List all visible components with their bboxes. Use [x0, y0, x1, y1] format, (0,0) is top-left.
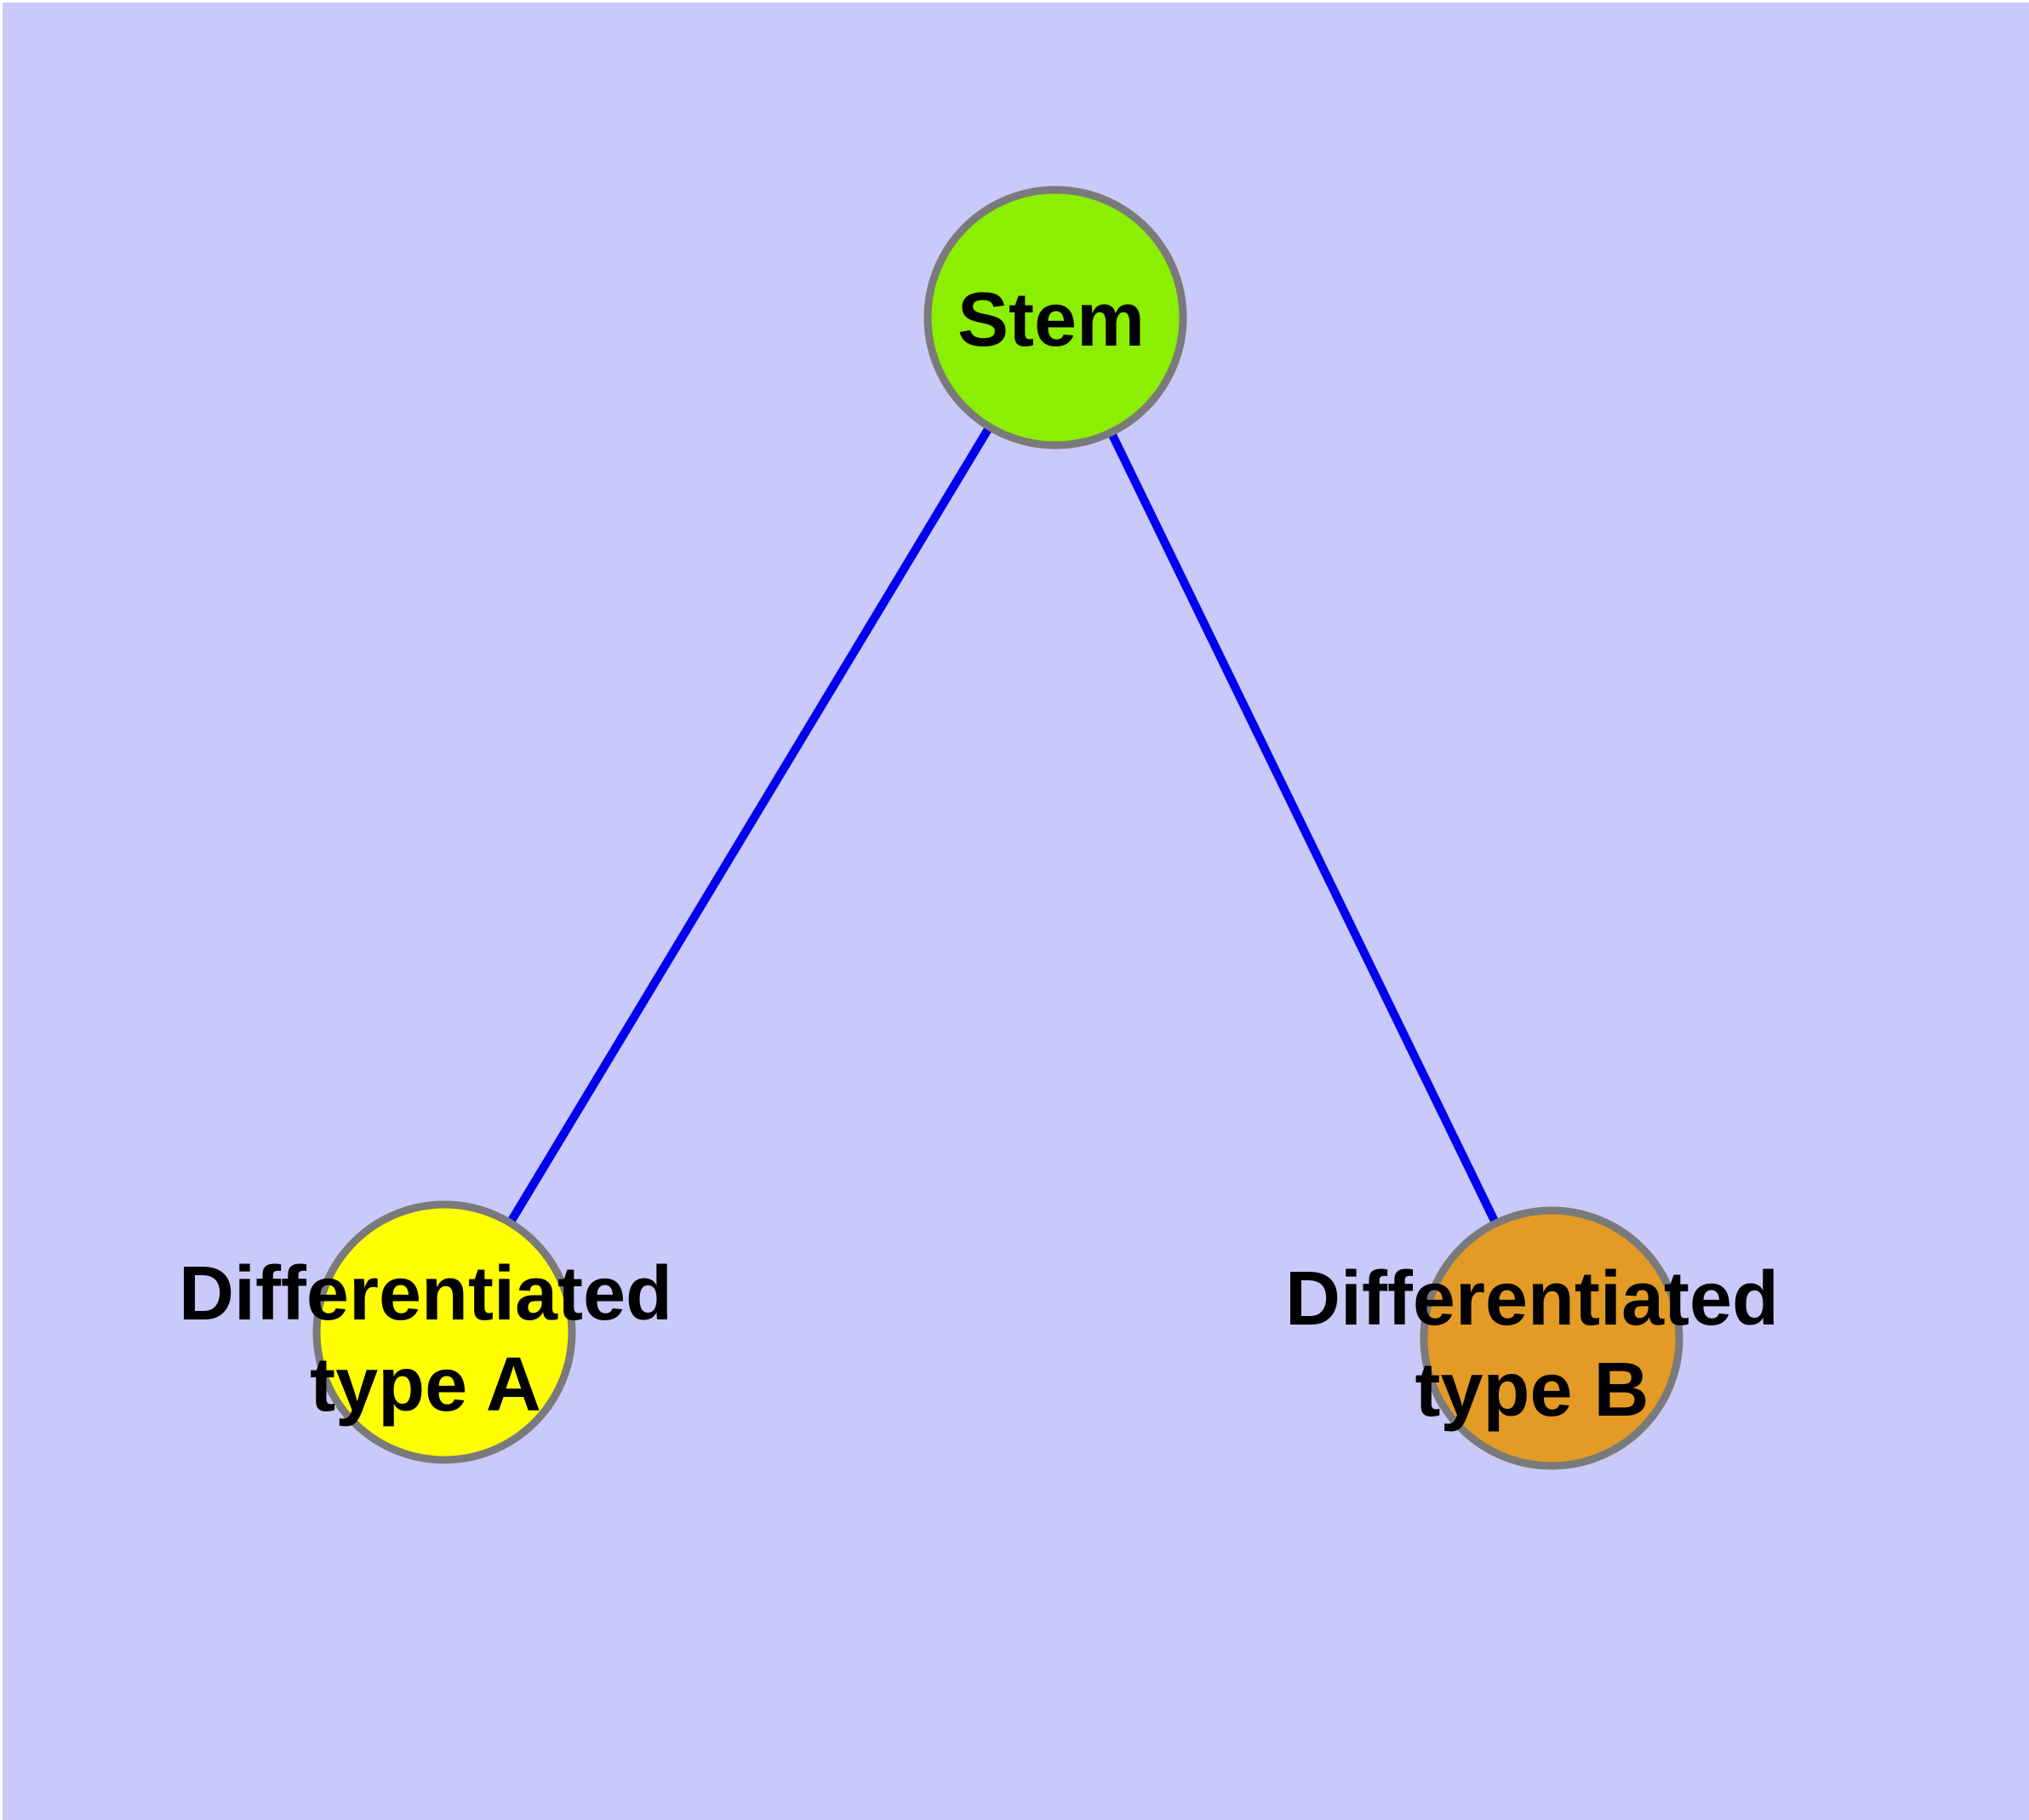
edge-stem-to-type-a — [440, 315, 1060, 1335]
edge-stem-to-type-b — [1051, 315, 1556, 1341]
node-differentiated-type-a — [312, 1200, 576, 1464]
node-type-a-label-line-1: Differentiated — [179, 1251, 672, 1336]
node-type-b-label-line-1: Differentiated — [1285, 1256, 1779, 1342]
node-stem — [923, 186, 1187, 449]
node-stem-label: Stem — [957, 278, 1145, 363]
node-type-b-label-line-2: type B — [1415, 1348, 1649, 1433]
node-differentiated-type-b — [1420, 1206, 1683, 1470]
node-type-a-label-line-2: type A — [310, 1342, 541, 1428]
